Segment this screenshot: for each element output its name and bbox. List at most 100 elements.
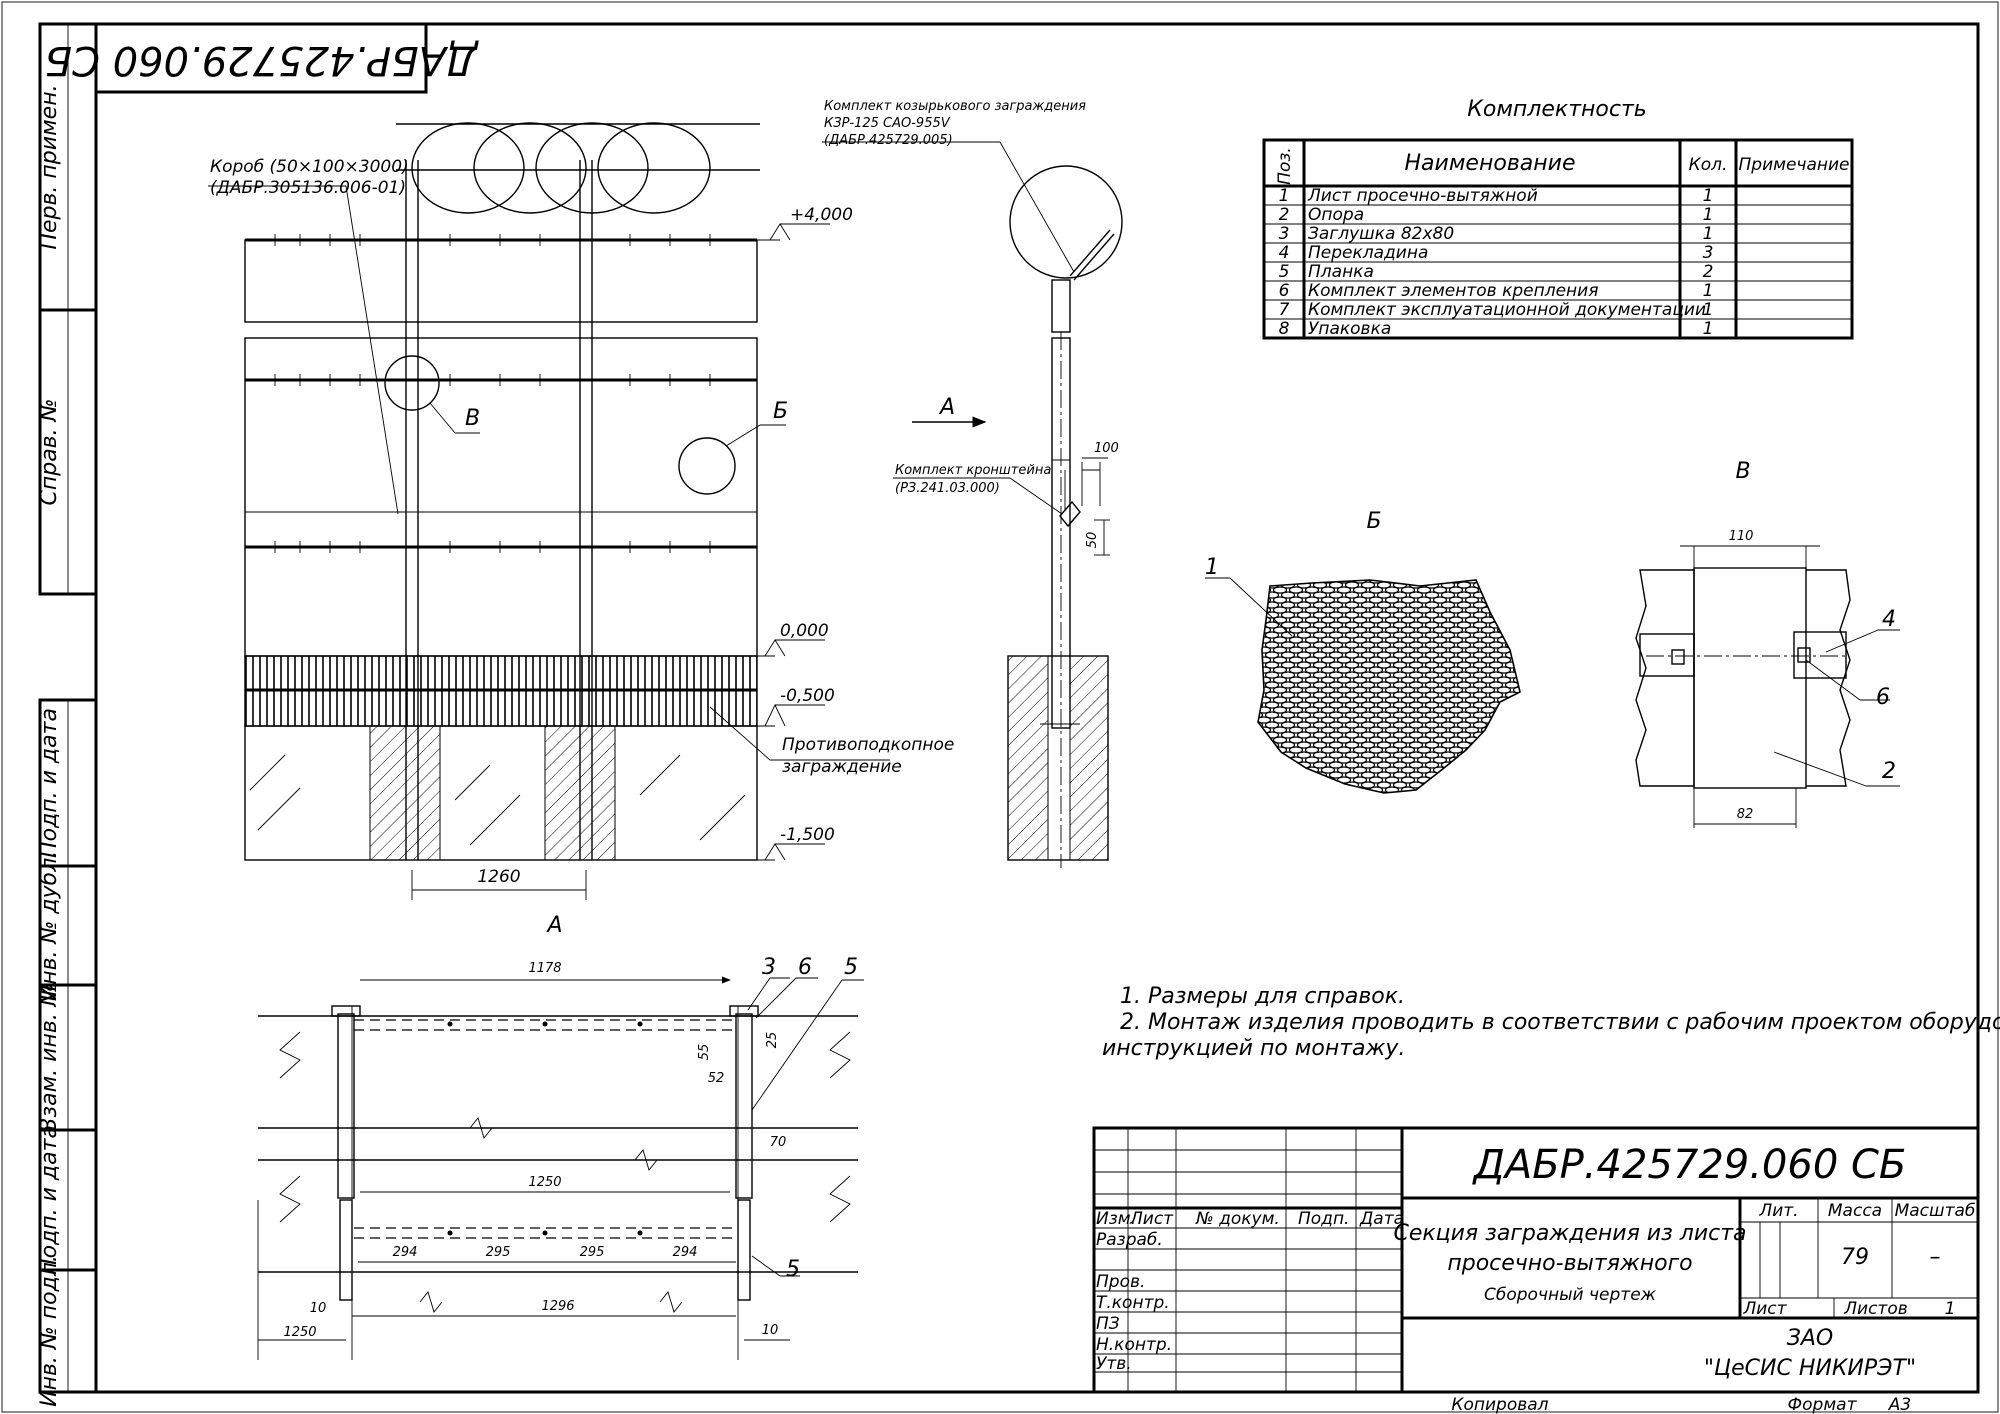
- dim-10b: 10: [762, 1323, 779, 1338]
- komplekt-table: Комплектность Поз. Наименование Кол. При…: [1262, 97, 1854, 340]
- box-label-line1: Короб (50×100×3000): [210, 157, 409, 177]
- dim-1296: 1296: [541, 1299, 574, 1314]
- dim-82: 82: [1737, 807, 1754, 822]
- row-pos: 8: [1279, 319, 1290, 339]
- row-qty: 3: [1703, 243, 1714, 263]
- view-arrow-a: А: [938, 395, 955, 420]
- detail-v-pos-4: 4: [1882, 607, 1896, 632]
- stamp-role-prov: Пров.: [1096, 1272, 1145, 1292]
- kzp-label-1: Комплект козырькового заграждения: [824, 99, 1086, 114]
- dim-70: 70: [770, 1135, 787, 1150]
- stamp-copied: Копировал: [1451, 1395, 1548, 1414]
- row-qty: 1: [1703, 205, 1714, 225]
- side-label-sprav: Справ. №: [37, 398, 62, 505]
- plan-pos-6: 6: [798, 955, 812, 980]
- side-strip-labels: Перв. примен. Справ. № Подп. и дата Инв.…: [37, 84, 62, 1406]
- side-label-podp1: Подп. и дата: [37, 708, 62, 858]
- stamp-mass-label: Масса: [1828, 1201, 1882, 1221]
- stamp-company-2: "ЦеСИС НИКИРЭТ": [1704, 1356, 1916, 1381]
- stamp-col-podp: Подп.: [1298, 1209, 1349, 1229]
- dim-110: 110: [1729, 529, 1754, 544]
- dim-10a: 10: [310, 1301, 327, 1316]
- detail-b-title: Б: [1366, 509, 1381, 534]
- bracket-label-1: Комплект кронштейна: [895, 463, 1051, 478]
- dim-25: 25: [765, 1032, 780, 1049]
- stamp-title-3: Сборочный чертеж: [1484, 1285, 1657, 1305]
- side-label-perv: Перв. примен.: [37, 84, 62, 249]
- dim-1178: 1178: [528, 961, 561, 976]
- stamp-lit-label: Лит.: [1758, 1201, 1798, 1221]
- front-view: 1260 Короб (50×100×3000) (ДАБР.305136.00…: [208, 122, 954, 900]
- detail-v-pos-2: 2: [1882, 759, 1896, 784]
- rotated-code-text: ДАБР.425729.060 СБ: [45, 37, 480, 83]
- row-pos: 2: [1279, 205, 1290, 225]
- dim-52: 52: [708, 1071, 725, 1086]
- row-pos: 7: [1279, 300, 1290, 320]
- plan-pos-5b: 5: [786, 1257, 800, 1282]
- row-name: Комплект эксплуатационной документации: [1308, 300, 1706, 320]
- stamp-code: ДАБР.425729.060 СБ: [1472, 1142, 1907, 1188]
- dim-100: 100: [1094, 441, 1119, 456]
- row-qty: 1: [1703, 319, 1714, 339]
- row-name: Комплект элементов крепления: [1308, 281, 1598, 301]
- komplekt-header-note: Примечание: [1739, 155, 1850, 175]
- dim-55: 55: [697, 1044, 712, 1061]
- detail-b-pos-1: 1: [1205, 555, 1219, 580]
- row-pos: 1: [1279, 186, 1290, 206]
- box-label-line2: (ДАБР.305136.006-01): [210, 178, 406, 198]
- plan-view: А: [257, 913, 864, 1360]
- callout-v: В: [465, 406, 480, 431]
- stamp-sheet-label: Лист: [1742, 1299, 1787, 1319]
- dim-295b: 295: [580, 1245, 605, 1260]
- row-name: Упаковка: [1308, 319, 1391, 339]
- row-pos: 5: [1279, 262, 1290, 282]
- detail-v: В 110 82 4 6 2: [1635, 459, 1900, 828]
- stamp-title-1: Секция заграждения из листа: [1393, 1221, 1746, 1246]
- stamp-format-label: Формат: [1788, 1395, 1858, 1414]
- notes: 1. Размеры для справок. 2. Монтаж издели…: [1102, 984, 2000, 1061]
- anti-dig-label-2: заграждение: [782, 757, 902, 777]
- stamp-scale-label: Масштаб: [1895, 1201, 1976, 1221]
- rotated-code: ДАБР.425729.060 СБ: [45, 37, 480, 83]
- detail-b: Б 1: [1205, 509, 1521, 794]
- stamp-scale-value: –: [1930, 1245, 1941, 1270]
- stamp-role-nkontr: Н.контр.: [1096, 1335, 1172, 1355]
- level-minus05: -0,500: [780, 686, 835, 706]
- dim-50: 50: [1085, 532, 1100, 549]
- plan-pos-5: 5: [844, 955, 858, 980]
- row-qty: 1: [1703, 186, 1714, 206]
- row-name: Перекладина: [1308, 243, 1428, 263]
- side-label-inv-podl: Инв. № подл.: [37, 1255, 62, 1407]
- row-name: Опора: [1308, 205, 1364, 225]
- komplekt-header-name: Наименование: [1405, 151, 1576, 176]
- note-3: инструкцией по монтажу.: [1102, 1036, 1405, 1061]
- bracket-label-2: (РЗ.241.03.000): [895, 481, 1000, 496]
- row-pos: 6: [1279, 281, 1290, 301]
- level-plus4: +4,000: [790, 205, 853, 225]
- stamp-col-doc: № докум.: [1195, 1209, 1280, 1229]
- row-pos: 3: [1279, 224, 1290, 244]
- kzp-label-3: (ДАБР.425729.005): [824, 133, 953, 148]
- side-view: Комплект козырькового заграждения КЗР-12…: [822, 99, 1123, 868]
- row-name: Заглушка 82х80: [1308, 224, 1454, 244]
- komplekt-header-qty: Кол.: [1689, 155, 1728, 175]
- row-qty: 2: [1703, 262, 1714, 282]
- row-qty: 1: [1703, 300, 1714, 320]
- dim-294a: 294: [393, 1245, 418, 1260]
- dim-294b: 294: [673, 1245, 698, 1260]
- row-name: Лист просечно-вытяжной: [1307, 186, 1538, 206]
- title-block: ДАБР.425729.060 СБ Секция заграждения из…: [1092, 1126, 1980, 1414]
- plan-pos-3: 3: [762, 955, 776, 980]
- detail-v-pos-6: 6: [1876, 685, 1890, 710]
- stamp-col-date: Дата: [1359, 1209, 1404, 1229]
- note-2: 2. Монтаж изделия проводить в соответств…: [1120, 1010, 2000, 1035]
- stamp-col-list: Лист: [1129, 1209, 1174, 1229]
- callout-b: Б: [773, 399, 788, 424]
- row-qty: 1: [1703, 224, 1714, 244]
- stamp-role-pz: ПЗ: [1096, 1314, 1120, 1334]
- side-label-podp2: Подп. и дата: [37, 1125, 62, 1275]
- note-1: 1. Размеры для справок.: [1120, 984, 1405, 1009]
